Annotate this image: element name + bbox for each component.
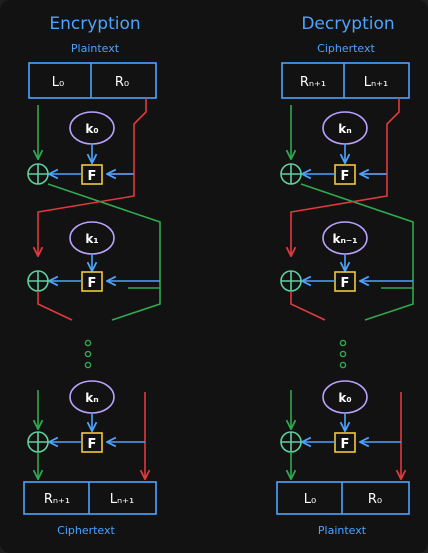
round-key-label: k₀ — [338, 391, 351, 405]
encryption-input-right: R₀ — [115, 75, 129, 90]
round-key-label: kₙ — [338, 122, 351, 136]
red-exit-line — [37, 291, 73, 321]
encryption-round-2: k₁ F — [27, 221, 161, 321]
f-function-label: F — [341, 169, 350, 184]
encryption-input-label: Plaintext — [71, 42, 120, 55]
f-function-label: F — [88, 276, 97, 291]
decryption-title: Decryption — [301, 14, 394, 34]
decryption-column: Decryption Ciphertext Rₙ₊₁ Lₙ₊₁ kₙ F — [276, 14, 414, 537]
encryption-output-register: Rₙ₊₁ Lₙ₊₁ — [23, 481, 157, 515]
round-key-label: k₁ — [85, 232, 98, 246]
decryption-output-register: L₀ R₀ — [276, 481, 410, 515]
red-line — [110, 98, 147, 175]
decryption-input-label: Ciphertext — [317, 42, 375, 55]
encryption-round-n: kₙ F — [27, 380, 145, 478]
f-function-label: F — [88, 169, 97, 184]
encryption-round-1: k₀ F — [27, 98, 147, 185]
f-function-label: F — [88, 437, 97, 452]
green-exit-line — [111, 288, 161, 321]
red-exit-line — [290, 291, 326, 321]
decryption-input-right: Lₙ₊₁ — [364, 75, 389, 90]
green-cross-line — [47, 183, 161, 289]
round-key-label: kₙ — [85, 391, 98, 405]
encryption-title: Encryption — [49, 14, 140, 34]
encryption-column: Encryption Plaintext L₀ R₀ k₀ F — [23, 14, 161, 537]
encryption-input-register: L₀ R₀ — [28, 62, 157, 99]
round-key-label: kₙ₋₁ — [332, 232, 357, 246]
f-function-label: F — [341, 437, 350, 452]
encryption-output-label: Ciphertext — [57, 524, 115, 537]
green-cross-line — [300, 183, 414, 289]
ellipsis-dots — [84, 339, 92, 369]
decryption-round-1: kₙ F — [280, 98, 400, 185]
green-exit-line — [364, 288, 414, 321]
encryption-output-right: Lₙ₊₁ — [110, 492, 135, 507]
decryption-output-left: L₀ — [304, 492, 316, 507]
encryption-input-left: L₀ — [52, 75, 64, 90]
decryption-input-left: Rₙ₊₁ — [300, 75, 326, 90]
ellipsis-dots — [339, 339, 347, 369]
decryption-round-n: k₀ F — [280, 380, 401, 478]
f-function-label: F — [341, 276, 350, 291]
red-cross-line — [38, 174, 135, 255]
round-key-label: k₀ — [85, 122, 98, 136]
decryption-output-label: Plaintext — [318, 524, 367, 537]
decryption-round-2: kₙ₋₁ F — [280, 221, 414, 321]
red-cross-line — [291, 174, 388, 255]
encryption-output-left: Rₙ₊₁ — [44, 492, 70, 507]
red-line — [363, 98, 400, 175]
decryption-output-right: R₀ — [368, 492, 382, 507]
decryption-input-register: Rₙ₊₁ Lₙ₊₁ — [281, 62, 410, 99]
